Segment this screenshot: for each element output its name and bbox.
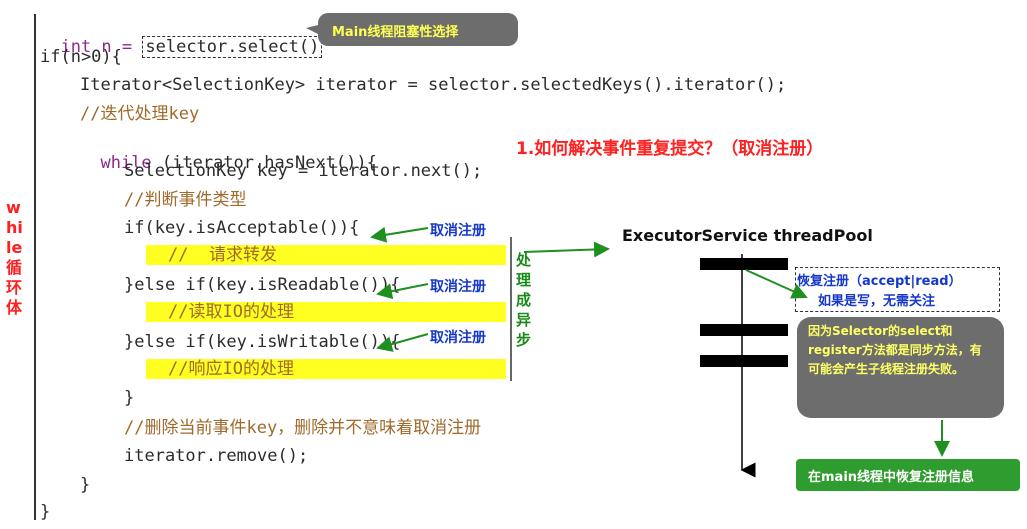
code-comment: //判断事件类型: [124, 190, 247, 210]
main-restore-label: 在main线程中恢复注册信息: [808, 470, 975, 485]
cancel-arrow-2: [376, 283, 429, 300]
code-line: }: [40, 502, 51, 522]
sync-note-box: [797, 317, 1004, 418]
code-line: while (iterator.hasNext()){: [80, 133, 377, 173]
code-line: int n = selector.select(): [40, 17, 323, 58]
restore-reg-label: 恢复注册（accept|read）: [797, 274, 962, 289]
code-token: while: [100, 153, 152, 173]
cancel-reg-label-2: 取消注册: [430, 279, 486, 295]
callout-pointer: [306, 25, 318, 34]
code-gutter-line: [34, 14, 36, 520]
code-token: int n =: [60, 37, 143, 57]
highlight-bar: [146, 302, 506, 322]
cancel-arrow-1: [370, 226, 429, 243]
cancel-arrow-3: [376, 333, 429, 352]
code-line: }: [124, 388, 135, 408]
code-comment: //读取IO的处理: [168, 302, 294, 322]
code-line: Iterator<SelectionKey> iterator = select…: [80, 75, 787, 95]
while-loop-label: while循环体: [6, 198, 23, 317]
code-comment: //响应IO的处理: [168, 359, 294, 379]
code-token: (iterator.hasNext()){: [151, 153, 377, 173]
code-line: if(n>0){: [40, 47, 122, 67]
write-note-label: 如果是写，无需关注: [818, 294, 936, 309]
sync-note-text: 因为Selector的select和register方法都是同步方法，有可能会产…: [808, 324, 982, 376]
code-line: if(key.isAcceptable()){: [124, 218, 360, 238]
main-select-callout: [318, 13, 518, 46]
question-title: 1.如何解决事件重复提交？（取消注册）: [516, 139, 824, 159]
select-call-box: selector.select(): [142, 36, 323, 58]
highlight-bar: [146, 245, 506, 265]
code-line: }: [80, 475, 91, 495]
thread-pool-title: ExecutorService threadPool: [622, 226, 873, 245]
cancel-reg-label-1: 取消注册: [430, 223, 486, 239]
code-comment: //迭代处理key: [80, 104, 200, 124]
code-line: iterator.remove();: [124, 446, 309, 466]
code-line: SelectionKey key = iterator.next();: [124, 161, 483, 181]
bar-to-restore-arrow: [745, 269, 808, 299]
code-line: }else if(key.isWritable()){: [124, 332, 401, 352]
async-to-pool-arrow: [523, 241, 610, 258]
thread-bar: [700, 258, 788, 270]
thread-bar: [700, 355, 788, 367]
highlight-bar: [146, 359, 506, 379]
code-line: }else if(key.isReadable()){: [124, 275, 401, 295]
code-comment: // 请求转发: [168, 245, 277, 265]
restore-reg-box: [795, 267, 1000, 312]
code-comment: //删除当前事件key，删除并不意味着取消注册: [124, 418, 482, 438]
main-select-label: Main线程阻塞性选择: [332, 25, 459, 40]
async-label: 处理成异步: [516, 251, 532, 349]
cancel-reg-label-3: 取消注册: [430, 330, 486, 346]
thread-bar: [700, 324, 788, 336]
main-restore-box: [796, 459, 1020, 491]
